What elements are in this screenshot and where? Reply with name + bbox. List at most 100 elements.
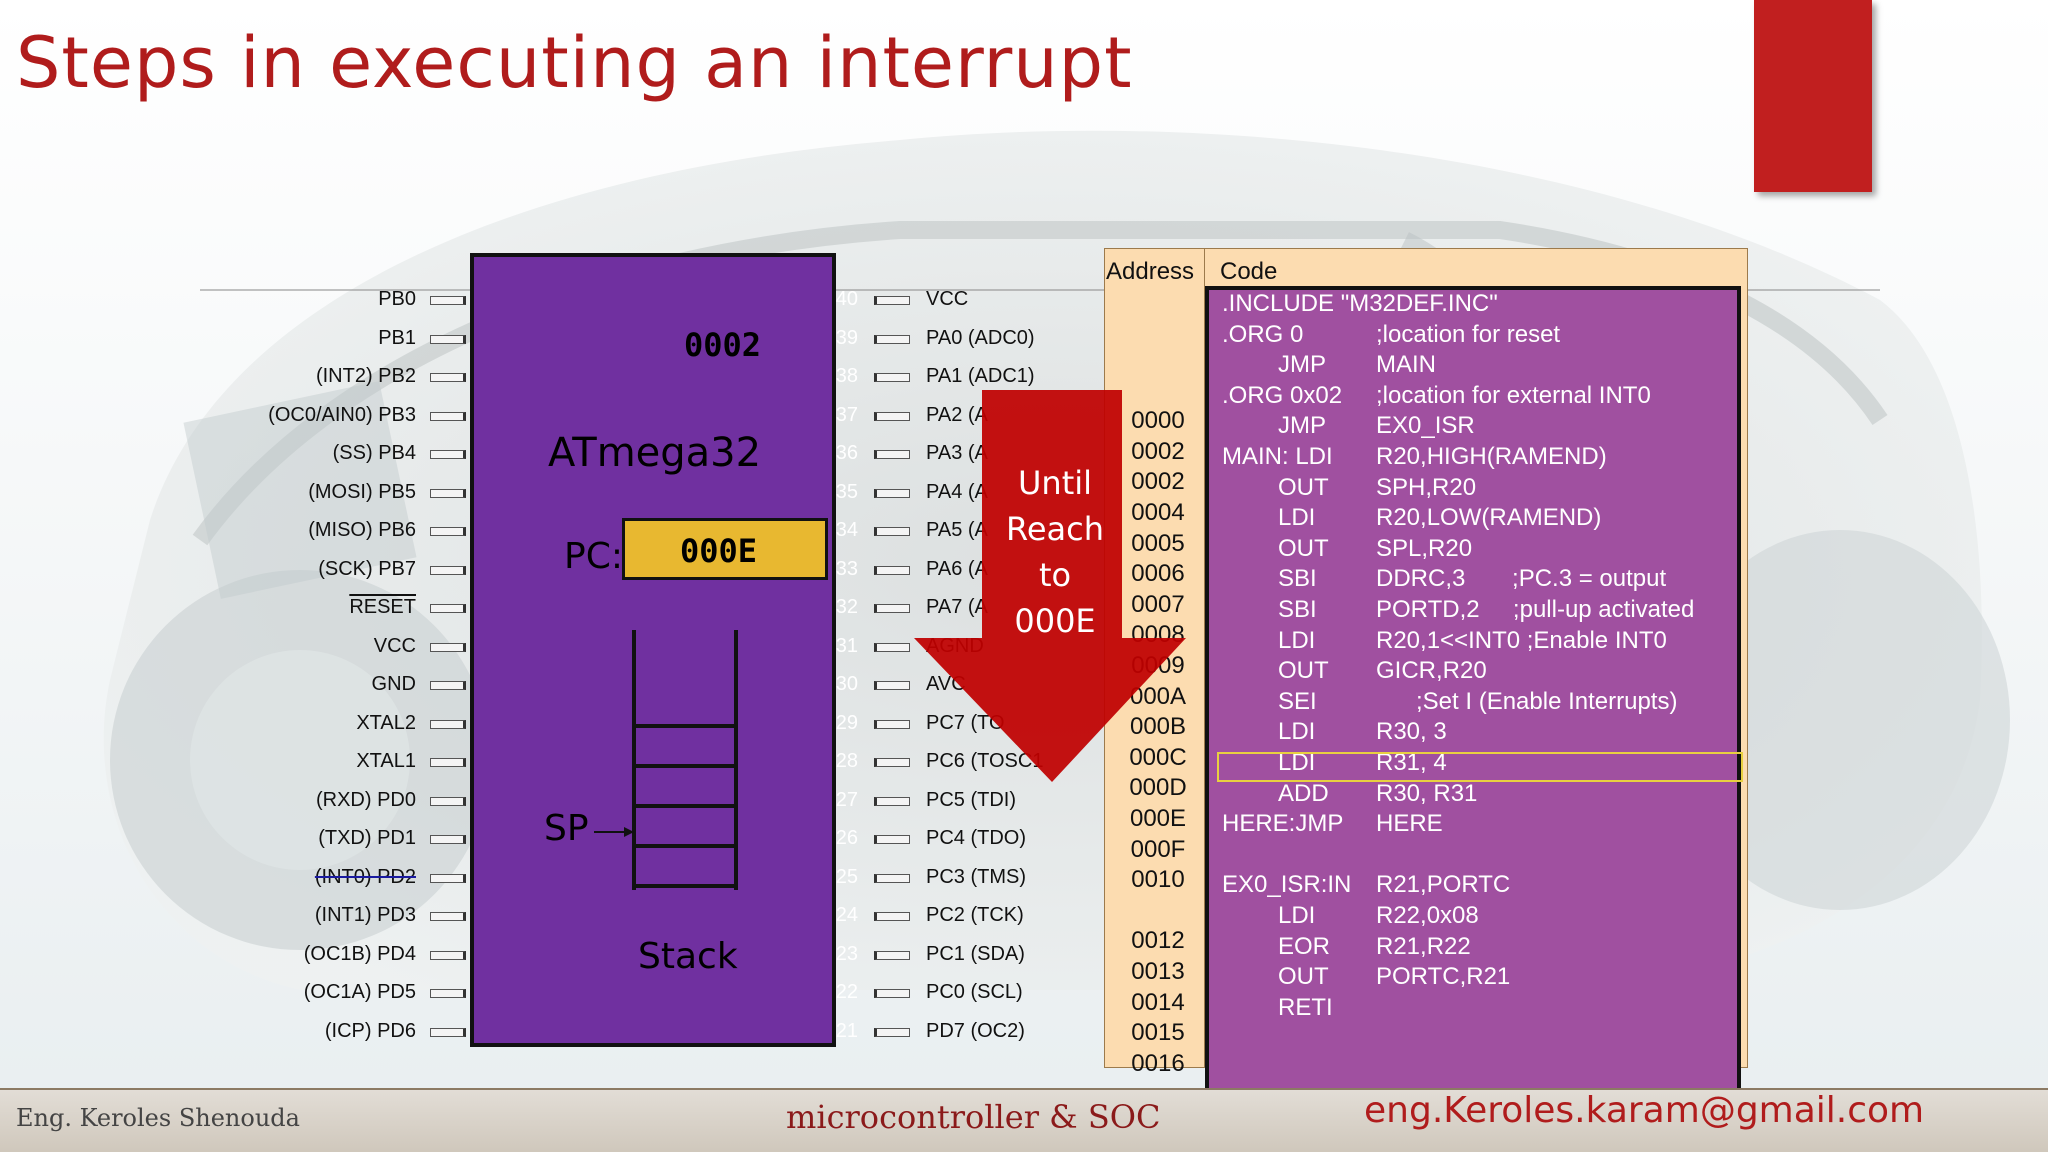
code-operands: SPL,R20 xyxy=(1376,534,1473,562)
pin-label: RESET xyxy=(349,596,416,618)
pin-lead-right xyxy=(874,565,910,575)
pin-label: PA2 (A xyxy=(926,403,988,426)
code-operands: R20,LOW(RAMEND) xyxy=(1376,504,1602,532)
arrow-caption: Until Reach to 000E xyxy=(990,460,1120,644)
pin-label: PC5 (TDI) xyxy=(926,788,1016,811)
code-opcode: JMP xyxy=(1278,412,1326,440)
pin-number: 35 xyxy=(835,480,858,503)
footer-course: microcontroller & SOC xyxy=(786,1098,1161,1136)
arrow-line-4: 000E xyxy=(1014,602,1096,640)
code-operands: HERE xyxy=(1376,810,1443,838)
pin-label: (OC1B) PD4 xyxy=(303,942,416,965)
pin-label: PA4 (A xyxy=(926,480,988,503)
code-address: 000D xyxy=(1129,774,1187,802)
pin-label: PA5 (A xyxy=(926,519,988,541)
code-address: 000B xyxy=(1129,713,1187,741)
down-arrow-icon xyxy=(914,390,1186,782)
pin-number: 36 xyxy=(835,442,858,464)
code-label: EX0_ISR:IN xyxy=(1222,871,1352,899)
code-operands: GICR,R20 xyxy=(1376,657,1487,685)
pin-lead-right xyxy=(874,989,910,998)
footer-bar xyxy=(0,1088,2048,1152)
pin-number: 38 xyxy=(835,365,858,387)
code-address: 0002 xyxy=(1131,437,1185,465)
code-operands: R30, 3 xyxy=(1376,718,1447,746)
chip-name: ATmega32 xyxy=(548,430,762,476)
code-operands: R22,0x08 xyxy=(1376,902,1479,929)
pin-lead-left xyxy=(430,835,466,844)
pin-lead-left xyxy=(430,681,466,690)
code-opcode: JMP xyxy=(1278,351,1326,379)
pin-lead-right xyxy=(874,912,910,921)
arrow-line-1: Until xyxy=(1017,464,1093,502)
address-column-divider xyxy=(1204,248,1205,1068)
code-opcode: OUT xyxy=(1278,473,1329,501)
code-address: 0016 xyxy=(1131,1049,1185,1077)
pin-label: PC6 (TOSC1 xyxy=(926,750,1044,772)
pin-label: PB1 xyxy=(378,326,416,349)
code-header: Code xyxy=(1220,258,1278,285)
pin-lead-right xyxy=(874,719,910,729)
pin-number: 28 xyxy=(835,750,858,772)
pin-number: 33 xyxy=(835,557,858,580)
pin-lead-left xyxy=(430,758,466,767)
pin-lead-left xyxy=(430,719,466,729)
pin-lead-left xyxy=(430,334,466,344)
pin-number: 40 xyxy=(835,288,858,310)
code-opcode: RETI xyxy=(1278,993,1333,1021)
code-label: .INCLUDE "M32DEF.INC" xyxy=(1222,290,1498,317)
pc-label: PC: xyxy=(564,536,623,577)
pin-label: (ICP) PD6 xyxy=(324,1019,416,1042)
pin-number: 25 xyxy=(835,865,858,888)
pin-lead-left xyxy=(430,642,466,652)
pin-label: PC7 (TO xyxy=(926,711,1005,734)
current-line-highlight xyxy=(1217,752,1743,782)
code-address: 000E xyxy=(1129,805,1187,832)
code-address: 0007 xyxy=(1131,590,1185,618)
code-operands: SPH,R20 xyxy=(1376,473,1477,501)
pin-label: (RXD) PD0 xyxy=(315,788,416,811)
pin-number: 37 xyxy=(835,403,858,426)
pin-number: 24 xyxy=(835,904,858,926)
pin-lead-left xyxy=(430,912,466,921)
address-header: Address xyxy=(1106,258,1195,285)
pin-label: PA6 (A xyxy=(926,557,988,580)
pin-label: PC2 (TCK) xyxy=(926,904,1024,926)
pc-value: 000E xyxy=(680,532,758,570)
sp-label: SP xyxy=(544,808,589,849)
code-address: 0010 xyxy=(1131,866,1185,894)
pin-number: 27 xyxy=(835,788,858,811)
atmega32-chip xyxy=(470,253,836,1047)
code-label: HERE:JMP xyxy=(1222,810,1344,838)
pin-lead-right xyxy=(874,334,910,344)
code-operands: PORTC,R21 xyxy=(1376,963,1511,991)
pin-label: VCC xyxy=(926,288,969,310)
pin-lead-right xyxy=(874,681,910,690)
arrow-line-3: to xyxy=(1038,556,1072,594)
pin-lead-left xyxy=(430,989,466,998)
code-address: 0014 xyxy=(1131,988,1185,1016)
footer-author: Eng. Keroles Shenouda xyxy=(16,1104,300,1132)
pin-label: (OC1A) PD5 xyxy=(303,981,416,1003)
pin-label: PA7 (A xyxy=(926,596,988,618)
arrow-line-2: Reach xyxy=(1006,510,1104,548)
pin-label: XTAL1 xyxy=(356,750,416,772)
pc-register-box xyxy=(622,518,828,580)
code-opcode: ADD xyxy=(1278,779,1329,807)
code-opcode: OUT xyxy=(1278,534,1329,562)
code-address: 000C xyxy=(1129,743,1187,771)
code-operands: R21,R22 xyxy=(1376,932,1471,960)
pin-label: PA0 (ADC0) xyxy=(926,326,1035,349)
pin-label: (MOSI) PB5 xyxy=(308,480,416,503)
pin-lead-left xyxy=(430,565,466,575)
pin-label: (TXD) PD1 xyxy=(318,827,416,849)
pin-label: (OC0/AIN0) PB3 xyxy=(268,403,416,426)
pin-lead-left xyxy=(430,873,466,883)
pin-lead-right xyxy=(874,604,910,613)
pin-lead-left xyxy=(430,950,466,960)
code-label: .ORG 0x02 xyxy=(1222,381,1343,409)
footer-email: eng.Keroles.karam@gmail.com xyxy=(1364,1090,1925,1131)
pin-label: (SS) PB4 xyxy=(332,442,416,464)
pin-lead-right xyxy=(874,642,910,652)
pin-lead-right xyxy=(874,527,910,536)
